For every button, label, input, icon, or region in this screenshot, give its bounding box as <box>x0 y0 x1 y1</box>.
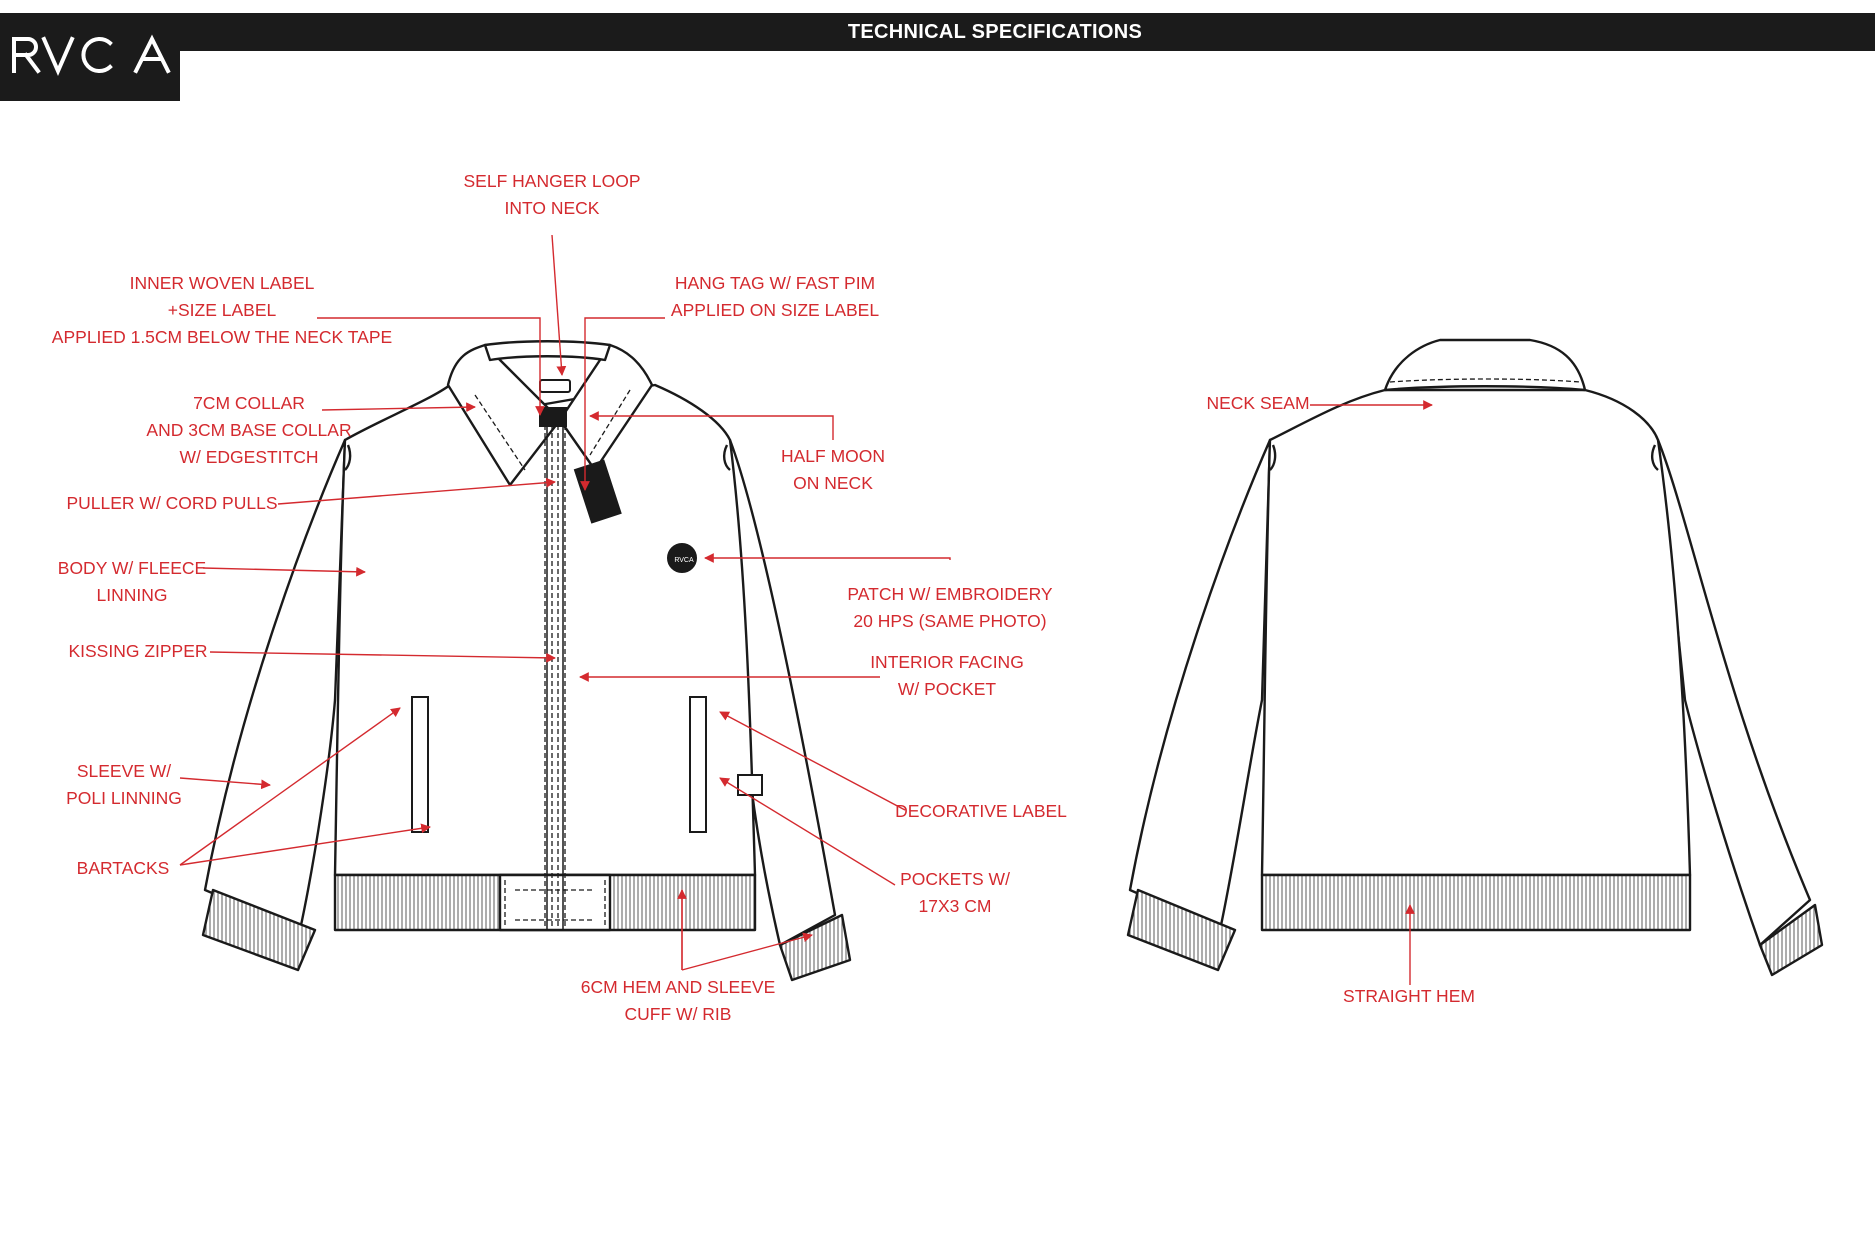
callout-half-moon: HALF MOON ON NECK <box>780 446 886 493</box>
hang-tag <box>573 459 622 524</box>
front-left-cuff <box>201 888 317 972</box>
callout-hanger-loop: SELF HANGER LOOP INTO NECK <box>463 171 641 218</box>
inner-label <box>539 407 567 427</box>
callout-straight-hem: STRAIGHT HEM <box>1343 986 1475 1006</box>
front-collar-left <box>446 343 562 487</box>
rvca-patch <box>667 543 697 573</box>
brand-logo <box>0 13 180 101</box>
front-left-sleeve <box>203 438 347 932</box>
callout-pockets: POCKETS W/ 17X3 CM <box>900 869 1010 916</box>
callout-collar: 7CM COLLAR AND 3CM BASE COLLAR W/ EDGEST… <box>146 393 352 467</box>
callout-interior-facing: INTERIOR FACING W/ POCKET <box>870 652 1024 699</box>
leader-lines <box>179 234 1433 985</box>
callout-neck-seam: NECK SEAM <box>1206 393 1310 413</box>
hanger-loop <box>539 379 571 393</box>
back-right-cuff <box>1758 903 1824 977</box>
callout-hang-tag: HANG TAG W/ FAST PIM APPLIED ON SIZE LAB… <box>670 273 880 320</box>
callout-puller: PULLER W/ CORD PULLS <box>66 493 278 513</box>
front-right-pocket <box>689 696 707 833</box>
callout-bartacks: BARTACKS <box>76 858 170 878</box>
callout-patch: PATCH W/ EMBROIDERY 20 HPS (SAME PHOTO) <box>847 584 1053 631</box>
back-left-cuff <box>1126 888 1237 972</box>
patch-text: RVCA <box>674 557 694 564</box>
front-jacket <box>201 340 852 982</box>
callout-zipper: KISSING ZIPPER <box>68 641 208 661</box>
decorative-label <box>737 774 763 796</box>
back-hem-rib <box>1260 873 1692 932</box>
back-right-sleeve <box>1656 438 1812 947</box>
callout-hem-cuff: 6CM HEM AND SLEEVE CUFF W/ RIB <box>580 977 776 1024</box>
callout-decorative-label: DECORATIVE LABEL <box>895 801 1067 821</box>
header-bar <box>0 13 1875 51</box>
back-body <box>1260 388 1692 877</box>
back-left-sleeve <box>1128 438 1272 932</box>
rvca-logo-icon <box>12 34 171 76</box>
front-right-cuff <box>778 913 852 982</box>
callout-inner-label: INNER WOVEN LABEL +SIZE LABEL APPLIED 1.… <box>51 273 393 347</box>
callout-sleeve: SLEEVE W/ POLI LINNING <box>66 761 182 808</box>
back-collar <box>1383 338 1587 392</box>
front-left-pocket <box>411 696 429 833</box>
back-jacket <box>1126 338 1824 977</box>
page-title: TECHNICAL SPECIFICATIONS <box>847 21 1143 43</box>
front-collar-right <box>558 343 654 472</box>
callout-body: BODY W/ FLEECE LINNING <box>57 558 207 605</box>
